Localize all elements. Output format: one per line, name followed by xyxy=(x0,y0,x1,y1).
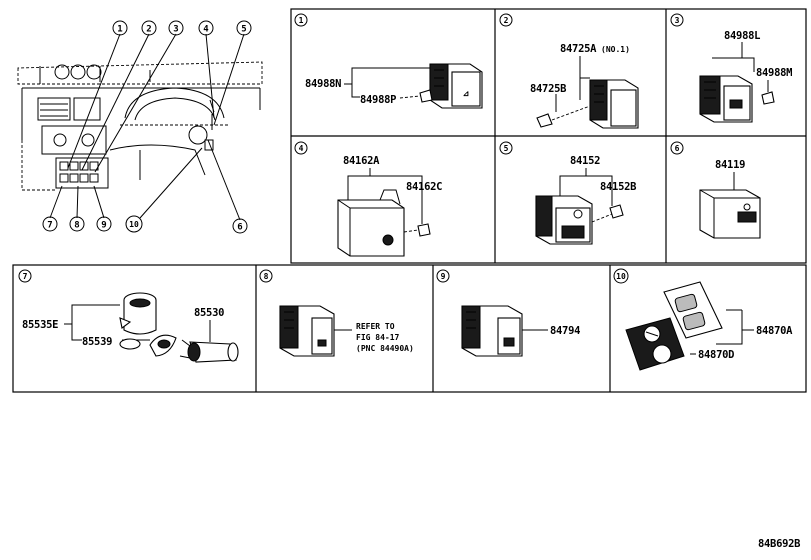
bulb-84152B xyxy=(609,204,624,219)
svg-text:4: 4 xyxy=(299,144,304,153)
svg-text:84152: 84152 xyxy=(570,155,600,167)
svg-text:84794: 84794 xyxy=(550,325,580,337)
svg-text:2: 2 xyxy=(504,16,509,25)
svg-text:6: 6 xyxy=(237,223,242,233)
socket-85535E xyxy=(119,292,157,335)
svg-text:10: 10 xyxy=(129,220,139,229)
svg-text:(NO.1): (NO.1) xyxy=(601,45,630,54)
svg-text:9: 9 xyxy=(441,272,446,281)
callout-9: 9 xyxy=(96,216,112,232)
panel-7: 7 85535E 85539 85530 xyxy=(18,269,239,363)
panel-grid-bottom xyxy=(12,264,807,393)
svg-text:7: 7 xyxy=(47,221,52,231)
panel-grid-top xyxy=(290,8,807,264)
callout-4: 4 xyxy=(198,20,214,36)
svg-text:84725B: 84725B xyxy=(530,83,566,95)
bezel-84870A xyxy=(663,281,723,339)
svg-text:1: 1 xyxy=(299,16,304,25)
cap-85539 xyxy=(119,338,141,350)
svg-text:4: 4 xyxy=(203,25,209,35)
panel-8: 8 REFER TO FIG 84-17 (PNC 84490A) xyxy=(259,269,414,357)
svg-text:3: 3 xyxy=(173,25,178,35)
panel-2: 2 84725A (NO.1) 84725B xyxy=(499,13,639,129)
panel-4: 4 84162A 84162C xyxy=(294,141,442,257)
switch-84152 xyxy=(535,195,593,245)
panel-5: 5 84152 84152B xyxy=(499,141,636,245)
svg-text:8: 8 xyxy=(264,272,269,281)
bulb-84988P xyxy=(419,89,433,103)
panel-10: 10 84870A 84870D xyxy=(613,268,793,371)
dashboard-overview xyxy=(17,33,263,221)
switch-panel-8 xyxy=(279,305,335,357)
svg-text:2: 2 xyxy=(146,25,151,35)
svg-text:8: 8 xyxy=(74,221,79,231)
switch-84988L xyxy=(699,75,753,123)
callout-6: 6 xyxy=(232,218,248,234)
lighter-85530 xyxy=(179,339,239,363)
svg-text:84119: 84119 xyxy=(715,159,745,171)
callout-3: 3 xyxy=(168,20,184,36)
svg-text:85530: 85530 xyxy=(194,307,224,319)
svg-text:1: 1 xyxy=(117,25,122,35)
svg-text:85539: 85539 xyxy=(82,336,112,348)
callout-2: 2 xyxy=(141,20,157,36)
svg-text:84988P: 84988P xyxy=(360,94,396,106)
callout-10: 10 xyxy=(125,215,143,233)
switch-84870D xyxy=(625,317,685,371)
svg-text:84152B: 84152B xyxy=(600,181,636,193)
svg-text:84162A: 84162A xyxy=(343,155,380,167)
svg-text:5: 5 xyxy=(241,25,246,35)
bulb-84988M xyxy=(761,91,775,105)
svg-text:6: 6 xyxy=(675,144,680,153)
switch-84988N: ⊿ xyxy=(429,63,483,109)
svg-text:7: 7 xyxy=(23,272,28,281)
svg-text:84870D: 84870D xyxy=(698,349,734,361)
svg-text:FIG 84-17: FIG 84-17 xyxy=(356,333,400,342)
svg-text:84162C: 84162C xyxy=(406,181,442,193)
panel-3: 3 84988L 84988M xyxy=(670,13,792,123)
drawing-code: 84B692B xyxy=(758,538,800,550)
callout-8: 8 xyxy=(69,216,85,232)
callout-5: 5 xyxy=(236,20,252,36)
svg-text:⊿: ⊿ xyxy=(463,89,470,98)
callout-7: 7 xyxy=(42,216,58,232)
svg-text:3: 3 xyxy=(675,16,680,25)
svg-text:85535E: 85535E xyxy=(22,319,58,331)
bulb-84162C xyxy=(417,223,431,237)
svg-text:84988N: 84988N xyxy=(305,78,341,90)
lid-85535E xyxy=(149,334,177,357)
panel-1: 1 ⊿ 84988N 84988P xyxy=(294,13,483,109)
bulb-84725B xyxy=(536,113,553,128)
svg-text:84870A: 84870A xyxy=(756,325,793,337)
svg-text:10: 10 xyxy=(616,272,626,281)
svg-text:84988L: 84988L xyxy=(724,30,760,42)
svg-text:9: 9 xyxy=(101,221,106,231)
panel-9: 9 84794 xyxy=(436,269,580,357)
switch-84119 xyxy=(699,189,761,239)
svg-text:5: 5 xyxy=(504,144,509,153)
callout-1: 1 xyxy=(112,20,128,36)
svg-text:84988M: 84988M xyxy=(756,67,792,79)
switch-84794 xyxy=(461,305,523,357)
switch-84162A xyxy=(337,189,405,257)
svg-text:84725A: 84725A xyxy=(560,43,597,55)
panel-6: 6 84119 xyxy=(670,141,761,239)
svg-text:(PNC 84490A): (PNC 84490A) xyxy=(356,344,414,353)
switch-84725A xyxy=(589,79,639,129)
svg-text:REFER TO: REFER TO xyxy=(356,322,395,331)
